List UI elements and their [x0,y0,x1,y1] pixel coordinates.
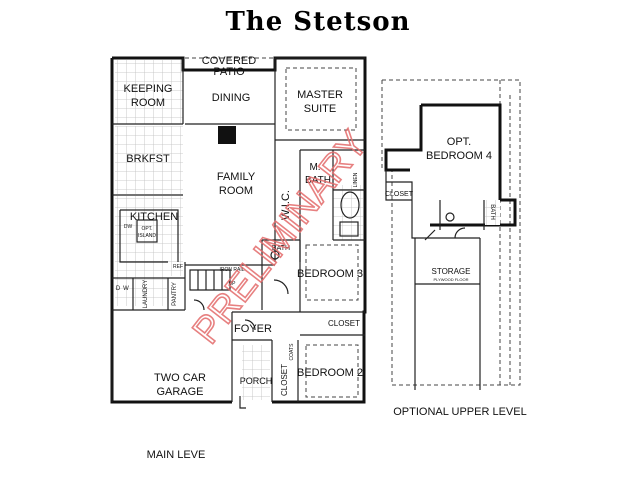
room-two-car-garage-line2: GARAGE [156,386,203,398]
room-brkfst: BRKFST [126,153,170,165]
stair-up-label: UP [229,281,237,287]
room-porch: PORCH [240,376,273,386]
iron-rail-label: IRON RAIL [219,267,244,273]
plan-title: The Stetson [225,7,410,37]
room-keeping-room-line2: ROOM [131,97,165,109]
room-two-car-garage: TWO CAR [154,372,206,384]
room-m-bath: M. [309,162,320,173]
room-opt-bedroom-4: OPT. [447,136,471,148]
main-level-plan [110,56,367,409]
closet-bedroom-3: CLOSET [328,319,360,328]
room-laundry: LAUNDRY [143,280,149,309]
room-covered-patio: COVERED [202,55,256,67]
coats-closet-label: COATS [289,343,295,361]
closet-bedroom-2: CLOSET [280,364,289,396]
room-linen: LINEN [353,172,359,187]
opt-island-label: OPT. [141,226,152,232]
room-wic: W.I.C. [280,190,292,220]
upper-level-caption: OPTIONAL UPPER LEVEL [393,406,526,418]
room-master-suite-line2: SUITE [304,103,336,115]
room-kitchen: KITCHEN [130,211,178,223]
room-opt-bedroom-4-line2: BEDROOM 4 [426,150,492,162]
room-bath: BATH [272,245,290,252]
room-family-room-line2: ROOM [219,185,253,197]
main-level-labels: COVERED PATIO KEEPING ROOM DINING MASTER… [116,55,363,461]
storage-floor-note: PLYWOOD FLOOR [433,277,468,282]
room-pantry: PANTRY [172,282,178,306]
room-foyer: FOYER [234,323,272,335]
upper-bath-label: BATH [489,204,495,220]
room-master-suite: MASTER [297,89,343,101]
room-storage: STORAGE [432,267,471,276]
dishwasher-label: DW [124,224,133,230]
room-bedroom-2: BEDROOM 2 [297,367,363,379]
upper-closet-label: CLOSET [385,191,414,198]
room-m-bath-line2: BATH [305,175,331,186]
room-keeping-room: KEEPING [124,83,173,95]
washer-label: W [123,286,129,292]
dryer-label: D [116,286,121,292]
room-dining: DINING [212,92,251,104]
fridge-label: REF [173,264,183,270]
room-covered-patio-line2: PATIO [213,66,245,78]
main-level-caption: MAIN LEVE [147,449,206,461]
opt-island-label-line2: ISLAND [138,233,156,239]
upper-level-plan [381,79,521,390]
room-bedroom-3: BEDROOM 3 [297,268,363,280]
room-family-room: FAMILY [217,171,256,183]
upper-level-labels: OPT. BEDROOM 4 CLOSET BATH STORAGE PLYWO… [385,136,527,418]
